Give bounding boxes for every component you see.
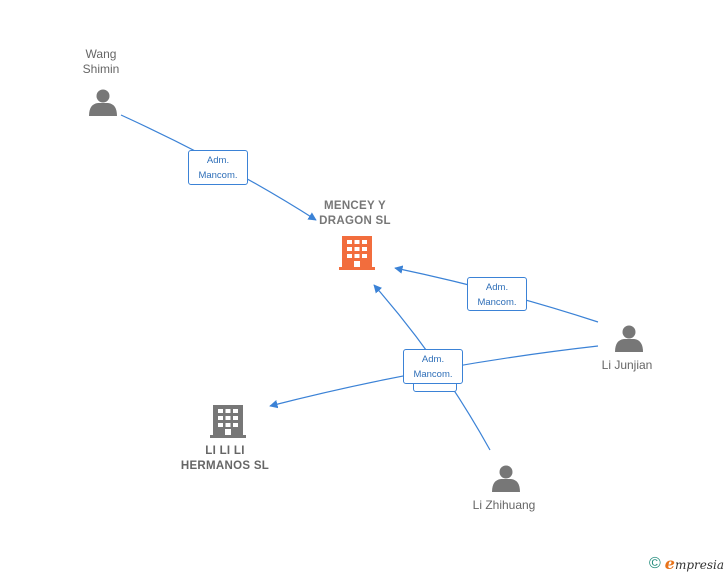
node-label-wang: Wang Shimin [82, 47, 120, 76]
node-label-junjian: Li Junjian [601, 358, 653, 372]
edge-label-wang-mencey[interactable]: Adm. Mancom. [188, 150, 248, 185]
person-icon-wang[interactable] [89, 89, 117, 117]
edge-label-zhihuang-mencey[interactable]: Adm. Mancom. [403, 349, 463, 384]
edge-label-junjian-mencey[interactable]: Adm. Mancom. [467, 277, 527, 311]
brand-initial: e [664, 554, 675, 573]
node-label-zhihuang: Li Zhihuang [472, 498, 536, 512]
building-icon-mencey[interactable] [339, 236, 375, 270]
footer-brand: © empresia [649, 554, 724, 573]
node-label-mencey: MENCEY Y DRAGON SL [319, 200, 391, 227]
brand-logo[interactable]: empresia [665, 554, 724, 573]
person-icon-zhihuang[interactable] [492, 465, 520, 493]
node-label-lili: LI LI LI HERMANOS SL [180, 445, 270, 472]
person-icon-junjian[interactable] [615, 325, 643, 353]
building-icon-lili[interactable] [210, 405, 246, 438]
brand-name: mpresia [674, 558, 724, 572]
copyright-icon: © [648, 554, 661, 572]
